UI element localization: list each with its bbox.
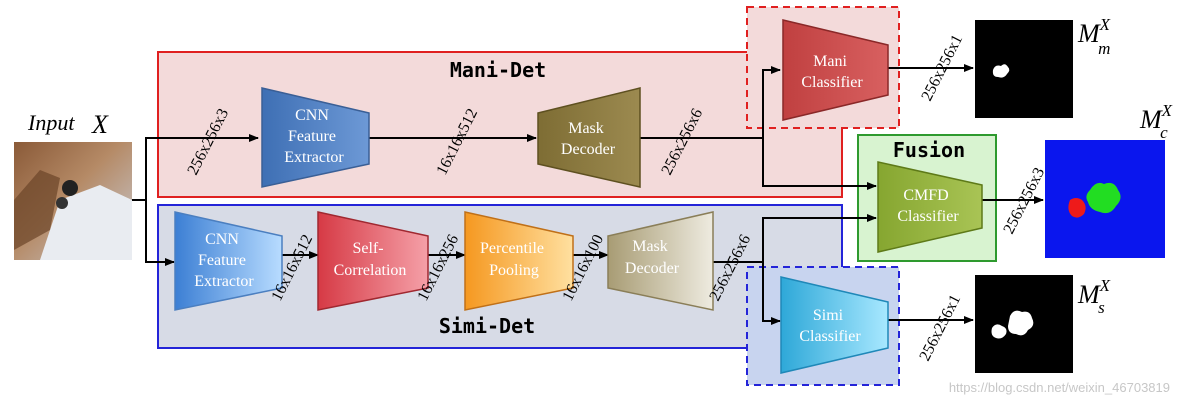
svg-text:Self- Correlation: Self- Correlation <box>334 240 407 279</box>
simi-cnn-line3: Extractor <box>194 273 254 290</box>
simi-cnn-line1: CNN <box>205 231 239 248</box>
simi-cnn-line2: Feature <box>198 252 246 269</box>
mani-det-title: Mani-Det <box>450 58 546 82</box>
cmfd-line1: CMFD <box>903 187 948 204</box>
svg-text:CNN Feature Extrac: CNN Feature Extractor <box>194 231 254 290</box>
self-correlation: Self- Correlation <box>317 211 429 311</box>
simi-cls-line1: Simi <box>813 307 844 324</box>
mani-mask-decoder: Mask Decoder <box>537 87 641 188</box>
mani-mask-line1: Mask <box>568 120 604 137</box>
svg-text:Mask Decoder: Mask Decoder <box>561 120 616 158</box>
mani-mask-line2: Decoder <box>561 141 616 158</box>
svg-text:Percentile Pooling: Percentile Pooling <box>480 240 548 279</box>
simi-cls-line2: Classifier <box>799 328 861 345</box>
output-mask-s <box>975 275 1073 373</box>
cmfd-line2: Classifier <box>897 208 959 225</box>
svg-text:Simi Classifier: Simi Classifier <box>799 307 861 345</box>
output-mask-m <box>975 20 1073 118</box>
percentile-line1: Percentile <box>480 240 544 257</box>
mani-cls-line1: Mani <box>813 53 847 70</box>
simi-det-title: Simi-Det <box>439 314 535 338</box>
input-label: Input <box>27 110 75 135</box>
mani-classifier: Mani Classifier <box>782 19 889 121</box>
simi-mask-decoder: Mask Decoder <box>607 211 714 311</box>
percentile-pooling: Percentile Pooling <box>464 211 574 311</box>
mani-cnn-feature-extractor: CNN Feature Extractor <box>261 87 370 188</box>
svg-text:Mask Decoder: Mask Decoder <box>625 238 680 277</box>
percentile-line2: Pooling <box>489 262 539 279</box>
fusion-title: Fusion <box>893 138 965 162</box>
mani-cls-line2: Classifier <box>801 74 863 91</box>
svg-text:CMFD Classifier: CMFD Classifier <box>897 187 959 225</box>
svg-text:Mani Classifier: Mani Classifier <box>801 53 863 91</box>
cmfd-classifier: CMFD Classifier <box>877 161 983 253</box>
input-var: X <box>91 110 109 139</box>
mani-cnn-line3: Extractor <box>284 149 344 166</box>
self-corr-line2: Correlation <box>334 262 407 279</box>
simi-mask-line1: Mask <box>632 238 668 255</box>
output-mask-c <box>1045 140 1165 258</box>
dim-simi-cls-out: 256x256x1 <box>916 292 964 364</box>
simi-mask-line2: Decoder <box>625 260 680 277</box>
self-corr-line1: Self- <box>352 240 383 257</box>
simi-cnn-feature-extractor: CNN Feature Extractor <box>174 211 283 311</box>
mani-cnn-line2: Feature <box>288 128 336 145</box>
simi-classifier: Simi Classifier <box>780 276 889 374</box>
watermark: https://blog.csdn.net/weixin_46703819 <box>949 380 1170 395</box>
input-image <box>14 142 132 260</box>
svg-text:CNN Feature Extrac: CNN Feature Extractor <box>284 107 344 166</box>
mani-cnn-line1: CNN <box>295 107 329 124</box>
connectors <box>132 64 1044 325</box>
